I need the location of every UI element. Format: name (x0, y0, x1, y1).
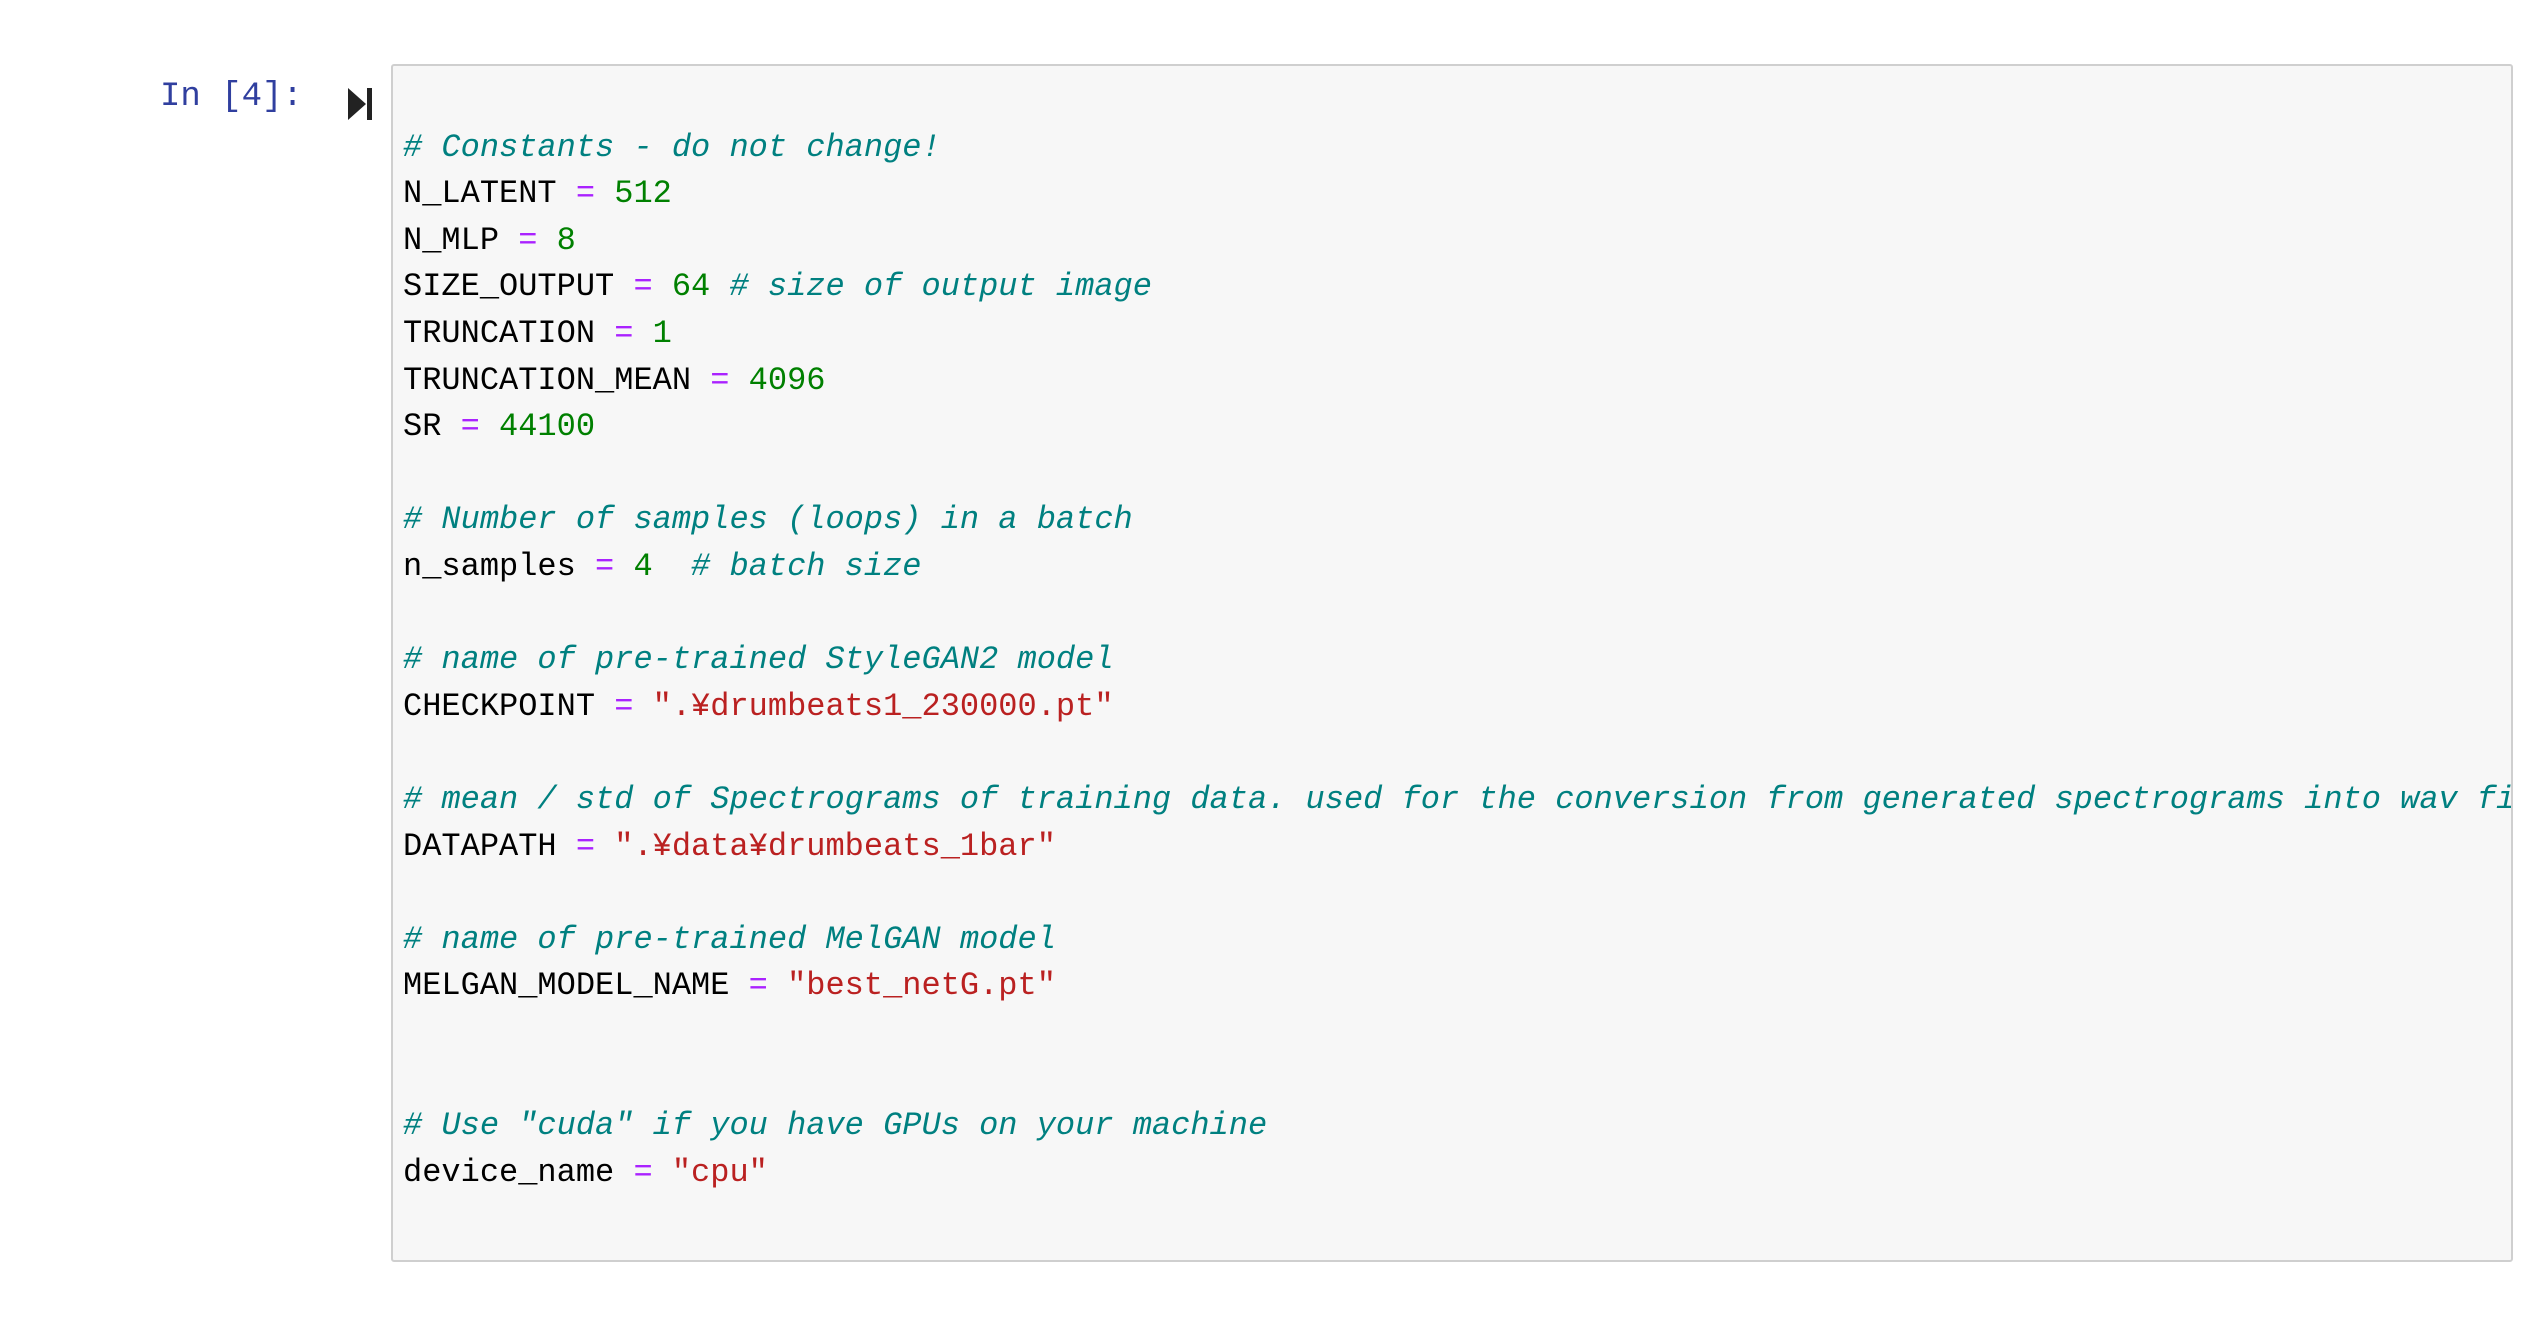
code-line (403, 78, 2511, 125)
code-token: device_name (403, 1153, 634, 1191)
operator: = (614, 687, 634, 725)
code-line: N_LATENT = 512 (403, 171, 2511, 218)
operator: = (633, 1153, 653, 1191)
code-line: TRUNCATION = 1 (403, 311, 2511, 358)
code-token (768, 967, 787, 1004)
code-token: TRUNCATION_MEAN (403, 361, 711, 399)
code-line: device_name = "cpu" (403, 1150, 2511, 1197)
code-token: CHECKPOINT (403, 687, 615, 725)
code-line: TRUNCATION_MEAN = 4096 (403, 358, 2511, 405)
code-token (633, 688, 652, 725)
operator: = (748, 967, 768, 1005)
code-line: N_MLP = 8 (403, 218, 2511, 265)
code-token (595, 828, 614, 865)
operator: = (595, 547, 615, 585)
string: ".¥data¥drumbeats_1bar" (614, 827, 1056, 865)
run-cell-button[interactable] (346, 86, 374, 122)
operator: = (633, 268, 653, 306)
comment: # mean / std of Spectrograms of training… (403, 780, 2513, 818)
code-token: n_samples (403, 547, 596, 585)
string: "best_netG.pt" (787, 967, 1056, 1005)
comment: # Constants - do not change! (403, 128, 941, 166)
code-line (403, 1010, 2511, 1057)
string: ".¥drumbeats1_230000.pt" (652, 687, 1114, 725)
code-line (403, 591, 2511, 638)
number: 4 (633, 547, 653, 585)
code-token (653, 268, 672, 305)
code-token: MELGAN_MODEL_NAME (403, 967, 749, 1005)
code-token: TRUNCATION (403, 314, 615, 352)
code-line: # mean / std of Spectrograms of training… (403, 777, 2513, 824)
code-line: # Use "cuda" if you have GPUs on your ma… (403, 1103, 2511, 1150)
number: 44100 (499, 408, 596, 446)
code-line (403, 730, 2511, 777)
operator: = (575, 175, 596, 213)
code-line: # Constants - do not change! (403, 125, 2511, 172)
code-token (653, 548, 691, 585)
code-line: SR = 44100 (403, 404, 2511, 451)
code-token: DATAPATH (403, 827, 576, 865)
code-line (403, 1056, 2511, 1103)
code-token: SIZE_OUTPUT (403, 268, 634, 306)
operator: = (518, 221, 538, 259)
code-token (480, 408, 499, 445)
code-token (614, 548, 633, 585)
code-token (729, 362, 748, 399)
operator: = (575, 827, 596, 865)
comment: # Use "cuda" if you have GPUs on your ma… (403, 1107, 1268, 1145)
code-line: # Number of samples (loops) in a batch (403, 497, 2511, 544)
code-token (710, 268, 729, 305)
code-line (403, 451, 2511, 498)
comment: # name of pre-trained StyleGAN2 model (403, 641, 1114, 679)
number: 8 (556, 221, 576, 259)
code-cell-editor[interactable]: # Constants - do not change! N_LATENT = 5… (391, 64, 2513, 1262)
code-token: N_MLP (403, 221, 519, 259)
comment: # name of pre-trained MelGAN model (403, 920, 1056, 958)
number: 4096 (748, 361, 826, 399)
code-line: SIZE_OUTPUT = 64 # size of output image (403, 264, 2511, 311)
comment: # Number of samples (loops) in a batch (403, 501, 1133, 539)
code-line: MELGAN_MODEL_NAME = "best_netG.pt" (403, 963, 2511, 1010)
string: "cpu" (671, 1153, 768, 1191)
code-token (633, 315, 652, 352)
code-line: # name of pre-trained StyleGAN2 model (403, 637, 2511, 684)
number: 1 (652, 314, 672, 352)
comment: # size of output image (729, 268, 1152, 306)
code-line: n_samples = 4 # batch size (403, 544, 2511, 591)
code-line: # name of pre-trained MelGAN model (403, 917, 2511, 964)
code-token (653, 1154, 672, 1191)
code-content[interactable]: # Constants - do not change! N_LATENT = 5… (403, 78, 2513, 1197)
operator: = (460, 408, 480, 446)
code-token (595, 175, 614, 212)
comment: # batch size (691, 547, 922, 585)
code-line (403, 870, 2511, 917)
number: 64 (671, 268, 711, 306)
code-token (537, 222, 556, 259)
cell-prompt: In [4]: (160, 78, 303, 116)
operator: = (710, 361, 730, 399)
code-token: SR (403, 408, 461, 446)
number: 512 (614, 175, 672, 213)
code-line: DATAPATH = ".¥data¥drumbeats_1bar" (403, 824, 2511, 871)
code-line: CHECKPOINT = ".¥drumbeats1_230000.pt" (403, 684, 2511, 731)
operator: = (614, 314, 634, 352)
code-token: N_LATENT (403, 175, 576, 213)
run-cell-icon (348, 88, 372, 120)
